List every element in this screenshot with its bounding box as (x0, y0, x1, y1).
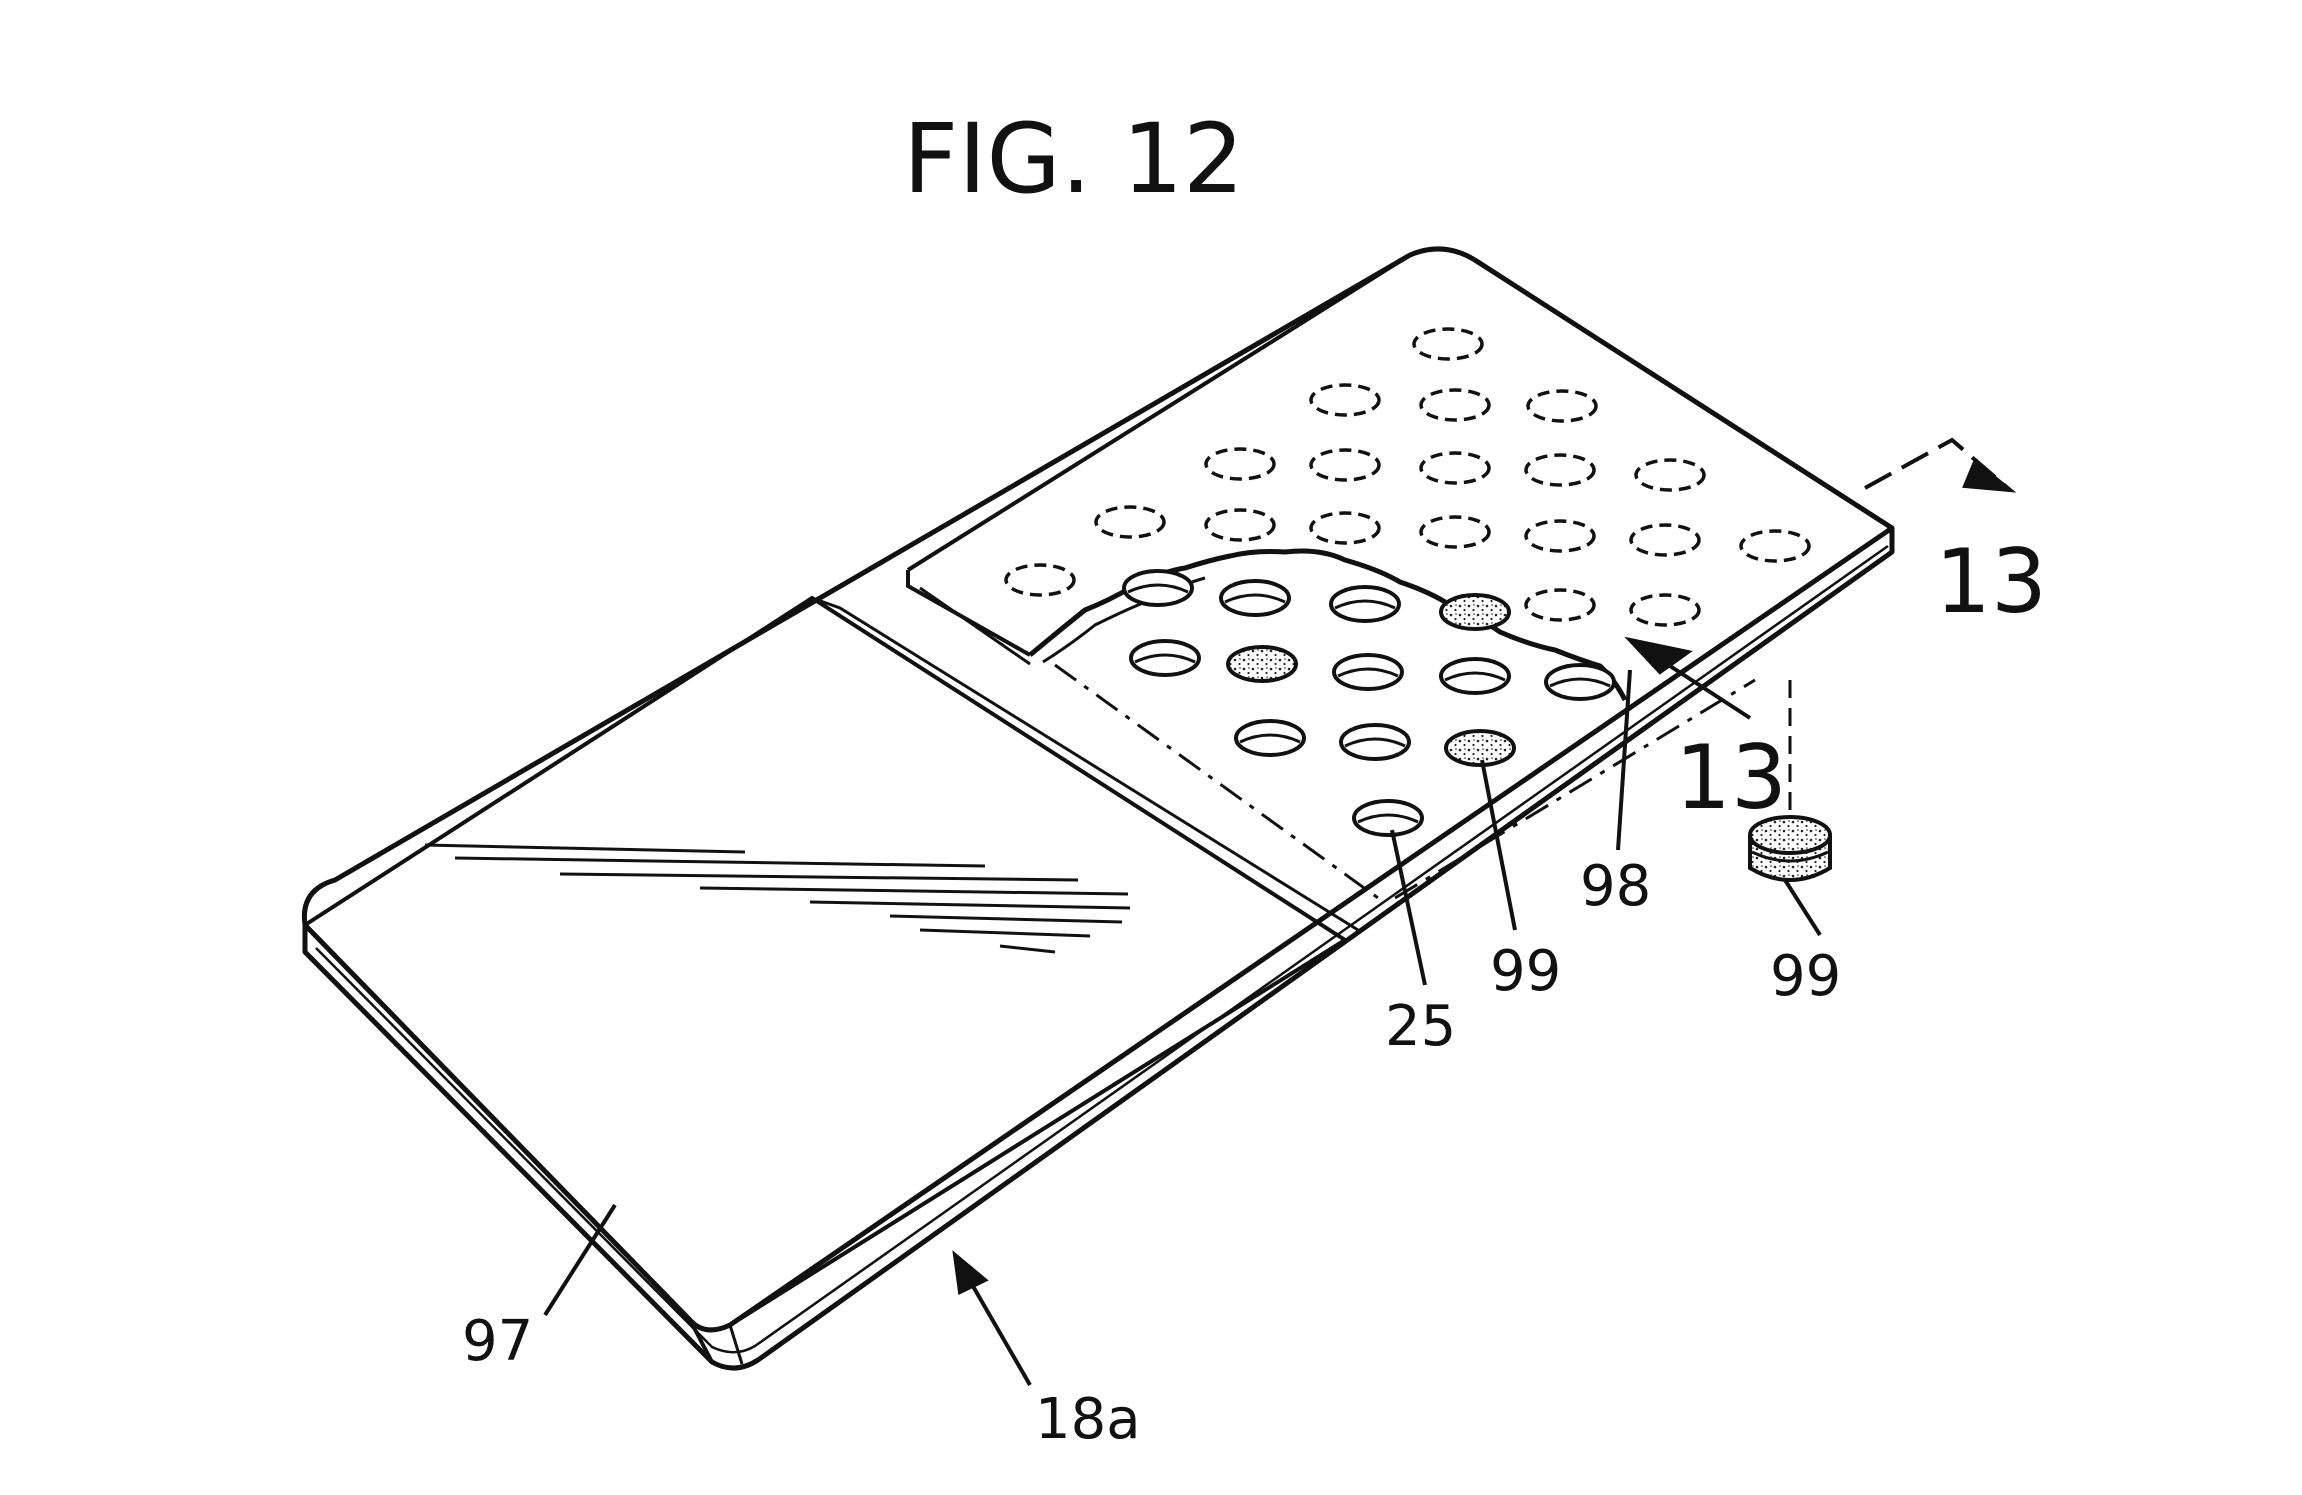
hidden-edge (1054, 663, 1756, 905)
label-18a: 18a (1035, 1387, 1141, 1452)
leader-lines (543, 669, 1822, 1386)
label-13-top: 13 (1935, 530, 2047, 633)
leader-99-loose (1783, 878, 1822, 937)
exposed-holes (1122, 569, 1616, 837)
label-25: 25 (1385, 994, 1456, 1059)
label-13-bottom: 13 (1675, 726, 1787, 829)
leader-99-hole (1480, 759, 1517, 931)
label-97: 97 (462, 1309, 533, 1374)
glare-lines (424, 843, 1131, 954)
label-99-loose: 99 (1770, 944, 1841, 1009)
hidden-holes (1004, 327, 1811, 627)
card-18a (301, 246, 1895, 1371)
section-line-13 (1624, 437, 2017, 720)
loose-pad-99 (1748, 680, 1832, 882)
label-98: 98 (1580, 854, 1651, 919)
leader-25 (1390, 829, 1427, 986)
hole-inner-walls (1127, 583, 1611, 824)
leader-98 (1616, 669, 1632, 851)
label-99-hole: 99 (1490, 939, 1561, 1004)
sheet-97 (303, 595, 1359, 1327)
figure-title: FIG. 12 (903, 103, 1244, 215)
leader-97 (543, 1203, 617, 1317)
